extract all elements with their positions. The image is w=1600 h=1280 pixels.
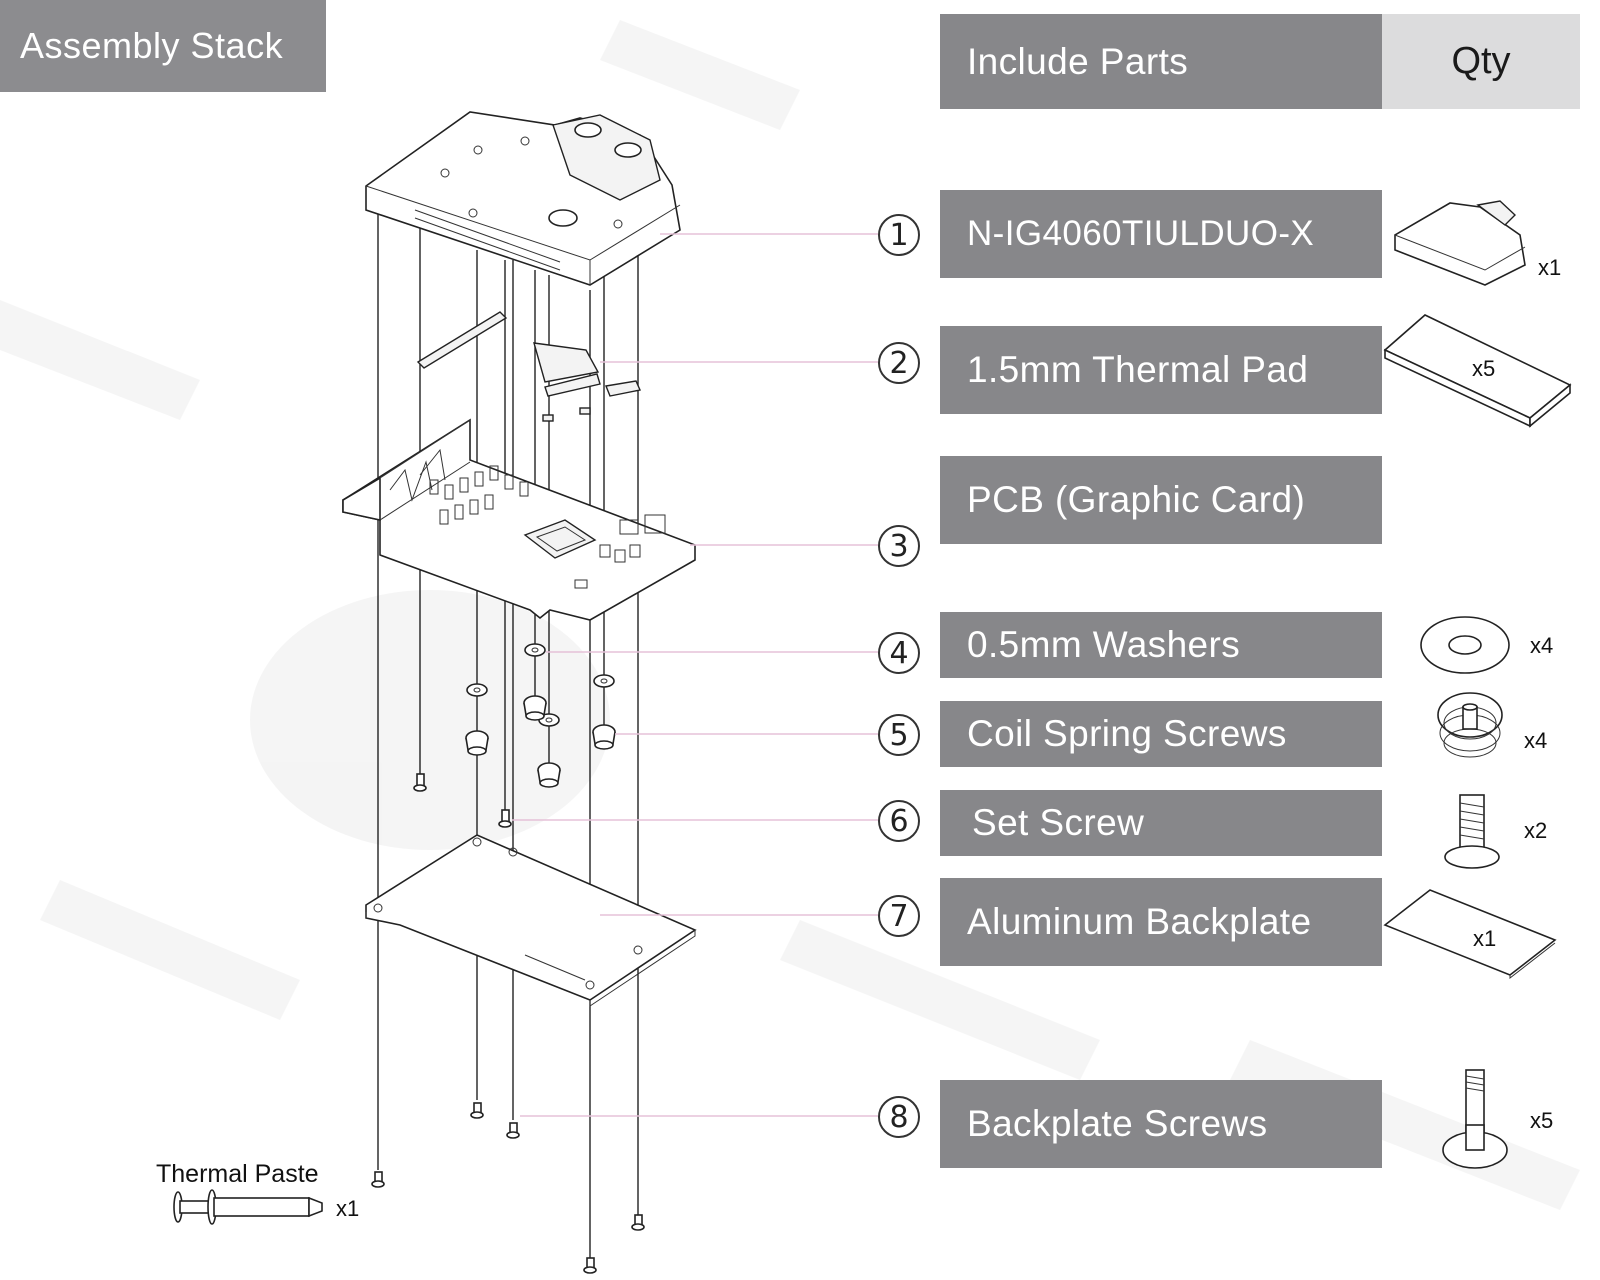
set-screws	[413, 773, 512, 828]
part-label-5: Coil Spring Screws	[940, 701, 1382, 767]
part-label-4: 0.5mm Washers	[940, 612, 1382, 678]
part-label-1: N-IG4060TIULDUO-X	[940, 190, 1382, 278]
part-qty-7: x1	[1473, 926, 1497, 951]
part-label-6: Set Screw	[940, 790, 1382, 856]
qty-header: Qty	[1382, 14, 1580, 109]
part-number-7: 7	[878, 895, 920, 937]
part-number-1: 1	[878, 214, 920, 256]
part-qty-8: x5	[1530, 1108, 1554, 1133]
part-number-4: 4	[878, 632, 920, 674]
qty-thumbnail-washer	[1420, 616, 1510, 674]
part-label-7: Aluminum Backplate	[940, 878, 1382, 966]
part-number-6: 6	[878, 800, 920, 842]
qty-thumbnail-backplate	[1383, 889, 1557, 980]
part-qty-1: x1	[1538, 255, 1562, 280]
qty-thumbnail-backplate-screw	[1442, 1069, 1508, 1169]
qty-thumbnail-thermal-pad	[1383, 314, 1572, 428]
thermal-paste-qty: x1	[336, 1196, 360, 1221]
part-number-2: 2	[878, 342, 920, 384]
part-label-2: 1.5mm Thermal Pad	[940, 326, 1382, 414]
thermal-pads	[416, 311, 641, 422]
water-block	[365, 111, 681, 286]
part-label-3: PCB (Graphic Card)	[940, 456, 1382, 544]
part-qty-5: x4	[1524, 728, 1548, 753]
part-number-5: 5	[878, 714, 920, 756]
thermal-paste-label: Thermal Paste	[156, 1160, 319, 1188]
part-qty-2: x5	[1472, 356, 1496, 381]
leader-lines	[512, 233, 878, 1117]
coil-spring-screws	[465, 695, 616, 788]
qty-thumbnail-set-screw	[1444, 794, 1500, 869]
part-qty-4: x4	[1530, 633, 1554, 658]
pcb-board	[342, 418, 696, 621]
backplate-screws	[371, 1102, 645, 1274]
backplate	[365, 834, 697, 1007]
qty-thumbnail-water-block	[1394, 200, 1526, 286]
thermal-paste-syringe	[173, 1189, 323, 1225]
assembly-stack-tag: Assembly Stack	[0, 0, 326, 92]
part-label-8: Backplate Screws	[940, 1080, 1382, 1168]
washers	[466, 643, 615, 727]
part-qty-6: x2	[1524, 818, 1548, 843]
qty-thumbnail-coil-spring-screw	[1437, 692, 1503, 758]
include-parts-header: Include Parts	[940, 14, 1382, 109]
part-number-8: 8	[878, 1096, 920, 1138]
part-number-3: 3	[878, 525, 920, 567]
